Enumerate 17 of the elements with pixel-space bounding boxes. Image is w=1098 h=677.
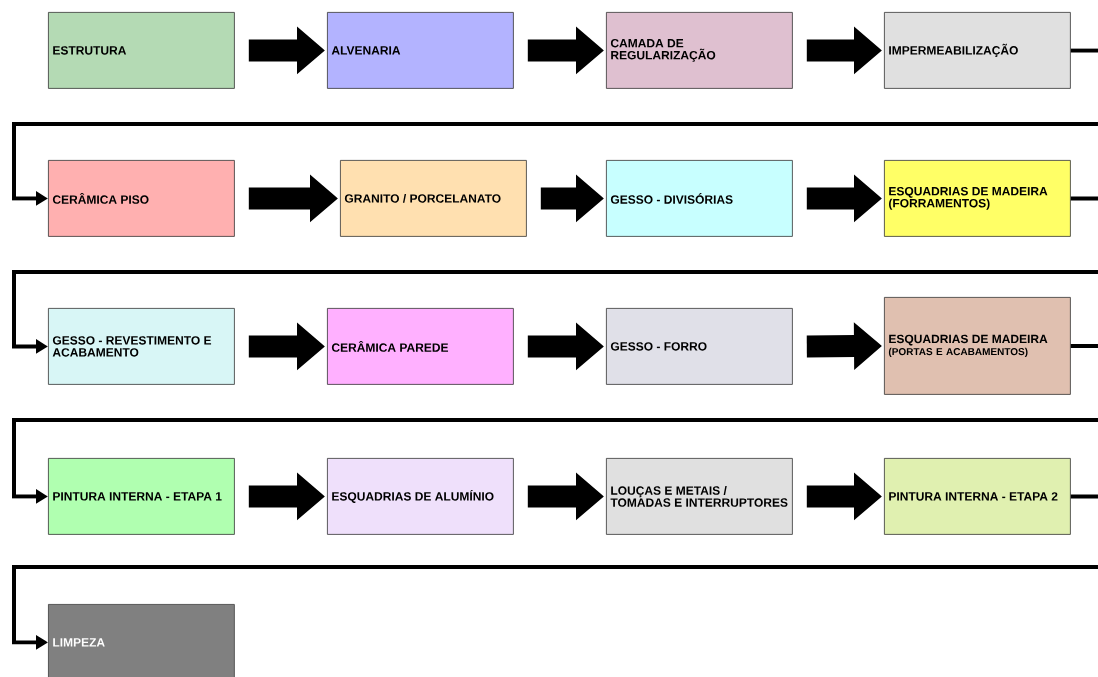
process-box: ESQUADRIAS DE ALUMÍNIO [327,458,514,535]
process-box: CERÂMICA PAREDE [327,308,514,385]
process-box: CAMADA DE REGULARIZAÇÃO [606,12,793,89]
process-box: ALVENARIA [327,12,514,89]
process-box: LOUÇAS E METAIS / TOMADAS E INTERRUPTORES [606,458,793,535]
process-box: ESQUADRIAS DE MADEIRA (FORRAMENTOS) [884,160,1071,237]
process-box: IMPERMEABILIZAÇÃO [884,12,1071,89]
process-box: PINTURA INTERNA - ETAPA 2 [884,458,1071,535]
process-box: CERÂMICA PISO [48,160,235,237]
process-box: PINTURA INTERNA - ETAPA 1 [48,458,235,535]
process-box: GRANITO / PORCELANATO [340,160,527,237]
process-box: GESSO - DIVISÓRIAS [606,160,793,237]
process-box: ESTRUTURA [48,12,235,89]
process-box: GESSO - FORRO [606,308,793,385]
process-box: ESQUADRIAS DE MADEIRA (PORTAS E ACABAMENTOS) [884,297,1071,395]
process-box: GESSO - REVESTIMENTO E ACABAMENTO [48,308,235,385]
process-box: LIMPEZA [48,604,235,677]
